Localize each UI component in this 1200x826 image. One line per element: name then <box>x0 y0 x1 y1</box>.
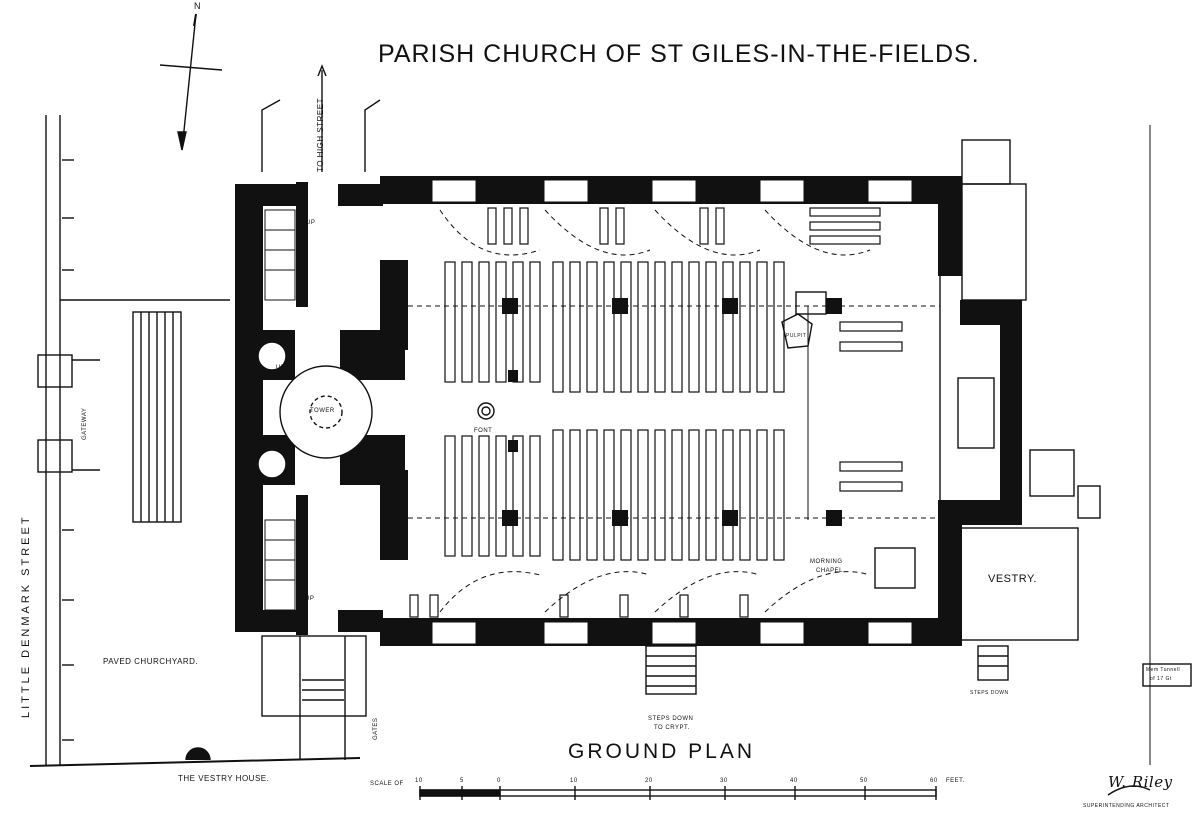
scale-tick-label: 10 <box>570 778 578 784</box>
chapel-altar <box>874 547 916 589</box>
stairs <box>264 209 296 611</box>
vestry-house-label: THE VESTRY HOUSE. <box>178 774 270 783</box>
up-label-1: UP <box>306 220 316 226</box>
little-denmark-street-label: LITTLE DENMARK STREET <box>20 514 32 718</box>
street-boundary <box>37 115 100 765</box>
up-label-3: UP <box>305 596 315 602</box>
font-basin <box>477 402 495 420</box>
scale-tick-label: 20 <box>645 778 653 784</box>
up-label-2: UP <box>276 365 286 371</box>
steps-down-label: STEPS DOWN <box>970 690 1009 696</box>
high-street-label: TO HIGH STREET <box>316 98 325 172</box>
gateway-label: GATEWAY <box>82 407 88 440</box>
pulpit-shape <box>781 313 813 349</box>
crypt-steps-label-1: STEPS DOWN <box>648 716 694 722</box>
gateway-steps <box>60 299 230 523</box>
morning-chapel-label-2: CHAPEL <box>816 568 844 574</box>
architect-caption: SUPERINTENDING ARCHITECT <box>1083 803 1170 809</box>
annotation-box <box>1142 663 1192 687</box>
architect-signature: W. Riley <box>1108 773 1173 791</box>
tower-circle <box>279 365 373 459</box>
church-walls <box>235 176 1022 646</box>
morning-chapel-label-1: MORNING <box>810 559 843 565</box>
annotation-box-text-1: Mem Tunnell <box>1146 667 1181 673</box>
scale-tick-label: 30 <box>720 778 728 784</box>
vestry-label: VESTRY. <box>988 573 1037 585</box>
annotation-box-text-2: of 17 Gt <box>1150 676 1172 682</box>
scale-bar <box>419 786 937 800</box>
window-bays <box>431 179 913 645</box>
scale-tick-label: 0 <box>497 778 501 784</box>
vestry-room <box>959 527 1079 641</box>
tower-label: TOWER <box>310 408 335 414</box>
paved-churchyard-label: PAVED CHURCHYARD. <box>103 657 199 666</box>
compass-icon <box>159 13 223 151</box>
scale-tick-label: 40 <box>790 778 798 784</box>
scale-tick-label: 60 <box>930 778 938 784</box>
scale-tick-label: 5 <box>460 778 464 784</box>
compass-north-label: N <box>194 1 201 11</box>
crypt-steps-label-2: TO CRYPT. <box>654 725 690 731</box>
gallery-lines <box>408 209 940 613</box>
pulpit-label: PULPIT <box>786 333 807 339</box>
altar <box>957 377 995 449</box>
signature-mark <box>1107 785 1151 796</box>
crypt-steps <box>645 645 1009 695</box>
scale-tick-label: 10 <box>415 778 423 784</box>
pews <box>409 207 903 618</box>
south-steps <box>261 635 367 760</box>
ground-plan-subtitle: GROUND PLAN <box>568 740 756 763</box>
page-title: PARISH CHURCH OF ST GILES-IN-THE-FIELDS. <box>378 40 980 68</box>
gates-label: GATES <box>373 717 379 740</box>
scale-prefix: SCALE OF <box>370 781 404 787</box>
font-label: FONT <box>474 428 493 434</box>
scale-tick-label: 50 <box>860 778 868 784</box>
scale-unit: FEET. <box>946 778 965 784</box>
